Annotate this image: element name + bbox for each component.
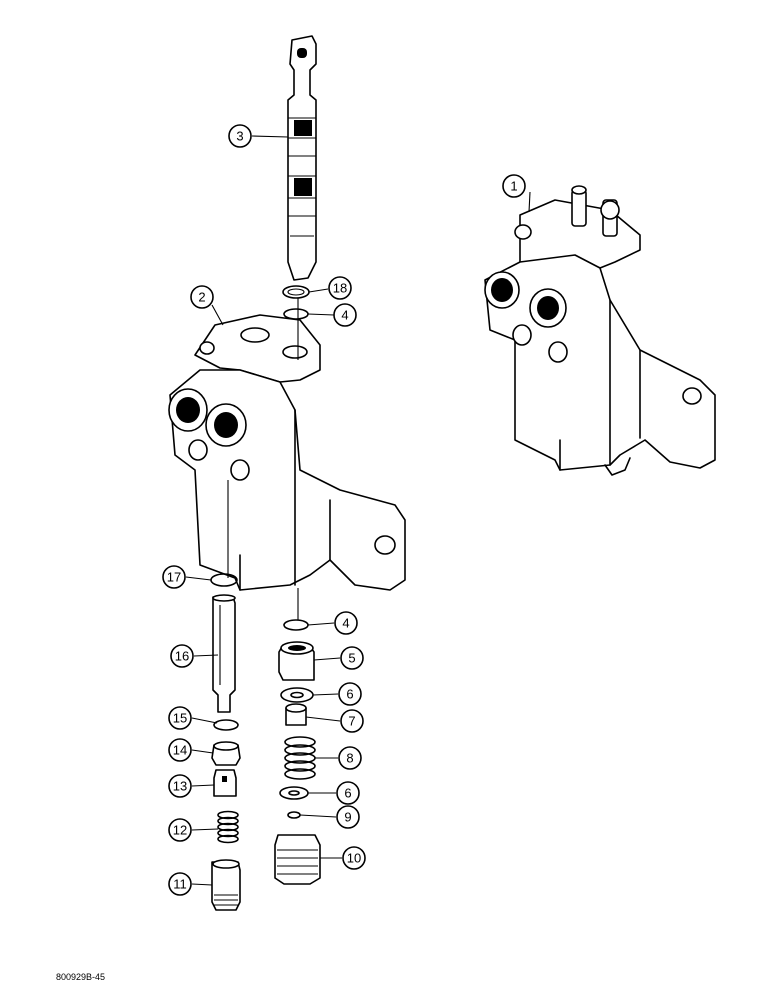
svg-text:18: 18: [333, 281, 347, 296]
callout-14: 14: [168, 738, 192, 762]
svg-text:6: 6: [346, 687, 353, 702]
svg-text:11: 11: [173, 877, 187, 892]
svg-text:13: 13: [173, 779, 187, 794]
svg-text:6: 6: [344, 786, 351, 801]
callout-9: 9: [336, 805, 360, 829]
svg-text:1: 1: [510, 179, 517, 194]
svg-text:5: 5: [348, 651, 355, 666]
leader-lines: [185, 135, 531, 886]
callout-15: 15: [168, 706, 192, 730]
callout-10: 10: [342, 846, 366, 870]
svg-text:17: 17: [167, 570, 181, 585]
svg-text:4: 4: [342, 616, 349, 631]
callout-3: 3: [228, 124, 252, 148]
valve-body-drawing: [168, 290, 406, 620]
callout-5: 5: [340, 646, 364, 670]
callout-11: 11: [168, 872, 192, 896]
callout-16: 16: [170, 644, 194, 668]
svg-text:12: 12: [173, 823, 187, 838]
svg-text:10: 10: [347, 851, 361, 866]
callout-18: 18: [328, 276, 352, 300]
svg-text:7: 7: [348, 714, 355, 729]
svg-text:15: 15: [173, 711, 187, 726]
callout-13: 13: [168, 774, 192, 798]
figure-id: 800929B-45: [56, 972, 106, 982]
valve-assembly-drawing: [484, 185, 716, 476]
callout-17: 17: [162, 565, 186, 589]
callout-6-lower: 6: [336, 781, 360, 805]
callout-2: 2: [190, 285, 214, 309]
callouts: 1 2 3 18 4 17 4 16 5 6 15 7 14 8 13 6 9 …: [162, 124, 526, 896]
svg-text:2: 2: [198, 290, 205, 305]
callout-4-upper: 4: [333, 303, 357, 327]
svg-text:8: 8: [346, 751, 353, 766]
callout-1: 1: [502, 174, 526, 198]
spool-drawing: [287, 35, 317, 281]
callout-6-upper: 6: [338, 682, 362, 706]
svg-text:4: 4: [341, 308, 348, 323]
svg-text:3: 3: [236, 129, 243, 144]
callout-12: 12: [168, 818, 192, 842]
callout-7: 7: [340, 709, 364, 733]
svg-text:16: 16: [175, 649, 189, 664]
svg-text:14: 14: [173, 743, 187, 758]
callout-8: 8: [338, 746, 362, 770]
svg-text:9: 9: [344, 810, 351, 825]
callout-4-lower: 4: [334, 611, 358, 635]
